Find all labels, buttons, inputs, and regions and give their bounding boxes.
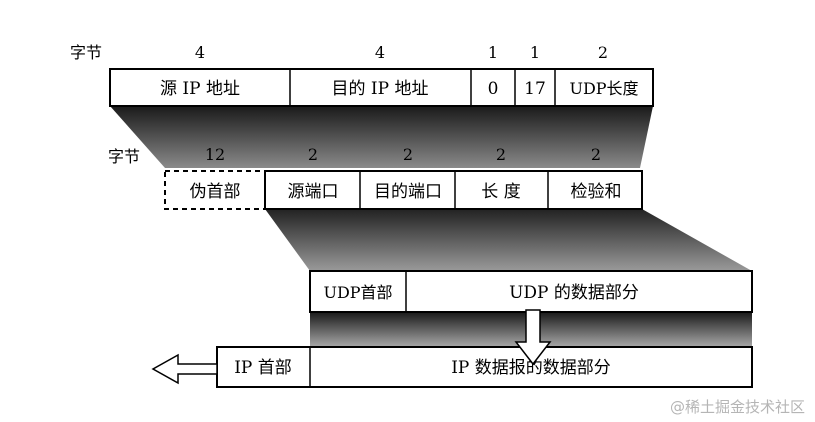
byte-count: 2	[308, 145, 318, 164]
shade-pseudo-to-udp	[110, 106, 653, 168]
byte-label-2: 字节	[108, 147, 140, 166]
pseudo-header-box	[109, 68, 654, 107]
down-arrow-icon	[514, 309, 552, 366]
byte-count: 1	[530, 43, 540, 62]
field-checksum: 检验和	[571, 182, 622, 202]
field-protocol: 17	[524, 79, 546, 99]
field-udp-length: UDP长度	[569, 79, 638, 98]
ip-header-label: IP 首部	[234, 358, 292, 378]
field-zero: 0	[488, 79, 499, 99]
field-dest-ip: 目的 IP 地址	[332, 79, 429, 99]
byte-count: 2	[496, 145, 506, 164]
udp-header-box	[264, 170, 643, 210]
byte-count: 2	[403, 145, 413, 164]
field-dest-port: 目的端口	[374, 182, 442, 202]
field-pseudo-header: 伪首部	[190, 182, 241, 202]
watermark: @稀土掘金技术社区	[670, 398, 805, 416]
field-length: 长 度	[481, 182, 520, 202]
field-source-ip: 源 IP 地址	[160, 79, 240, 99]
udp-data-label: UDP 的数据部分	[509, 283, 639, 303]
byte-count: 1	[488, 43, 498, 62]
byte-count: 12	[205, 145, 225, 164]
field-source-port: 源端口	[288, 182, 339, 202]
ip-data-label: IP 数据报的数据部分	[451, 358, 611, 378]
udp-header-label: UDP首部	[323, 283, 392, 302]
left-arrow-icon	[151, 353, 218, 385]
shade-udp-to-datagram	[265, 209, 752, 271]
udp-datagram-box	[309, 270, 753, 313]
byte-count: 2	[598, 43, 608, 62]
byte-label-1: 字节	[70, 43, 102, 62]
ip-datagram-box	[216, 346, 753, 388]
byte-count: 4	[195, 43, 205, 62]
byte-count: 2	[591, 145, 601, 164]
byte-count: 4	[375, 43, 385, 62]
